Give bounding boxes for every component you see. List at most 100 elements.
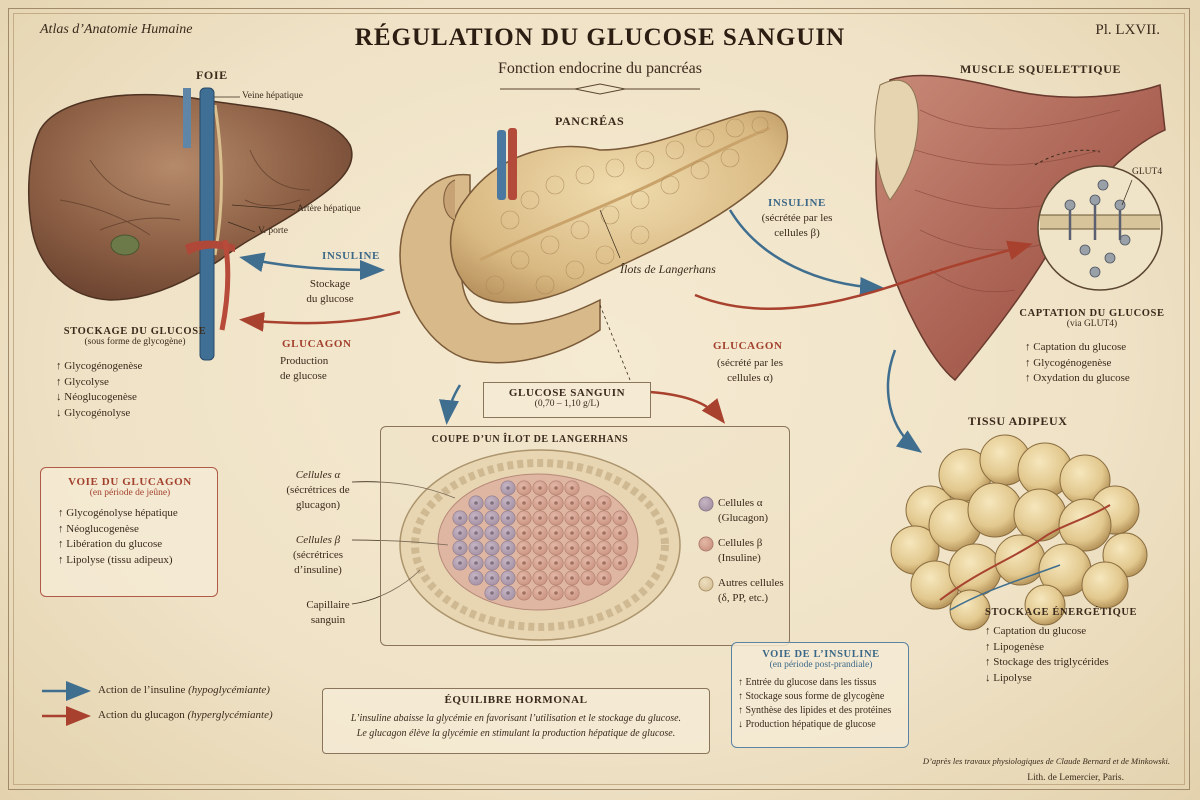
muscle-insulin-sub-line: (sécrétée par les <box>761 212 833 224</box>
alpha-cells-label: Cellules α (sécrétrices de glucagon) <box>278 468 358 513</box>
list-item: ↑ Oxydation du glucose <box>1025 372 1130 384</box>
cell-nucleus <box>490 516 494 520</box>
title-ornament <box>500 83 700 95</box>
cell-nucleus <box>490 501 494 505</box>
cell-nucleus <box>570 561 574 565</box>
glucagon-pathway-subtitle: (en période de jeûne) <box>89 488 171 498</box>
cell-nucleus <box>474 576 478 580</box>
islet-section-box <box>380 426 790 646</box>
liver-storage-list: ↑ Glycogénogenèse ↑ Glycolyse ↓ Néogluco… <box>56 359 142 421</box>
cell-nucleus <box>522 516 526 520</box>
cell-nucleus <box>538 486 542 490</box>
insulin-pathway-title: VOIE DE L’INSULINE <box>762 649 880 660</box>
list-item: ↑ Stockage sous forme de glycogène <box>738 691 885 702</box>
cell-nucleus <box>490 576 494 580</box>
glucagon-pathway-list: ↑ Glycogénolyse hépatique ↑ Néoglucogenè… <box>58 506 217 568</box>
hepatic-vein-label: Veine hépatique <box>242 91 303 101</box>
cell-nucleus <box>618 516 622 520</box>
page-subtitle: Fonction endocrine du pancréas <box>498 60 702 77</box>
list-item: ↓ Glycogénolyse <box>56 406 131 419</box>
cell-nucleus <box>538 501 542 505</box>
legend-name: Cellules α <box>718 497 763 509</box>
hormonal-balance-line: L’insuline abaisse la glycémie en favori… <box>350 713 682 724</box>
beta-label-line: Cellules β <box>295 534 341 546</box>
cell-nucleus <box>522 531 526 535</box>
cell-nucleus <box>506 531 510 535</box>
cell-nucleus <box>570 546 574 550</box>
cell-nucleus <box>538 591 542 595</box>
cell-nucleus <box>570 486 574 490</box>
cell-nucleus <box>586 516 590 520</box>
liver-insulin-sub: Stockage du glucose <box>300 277 360 307</box>
insulin-pathway-list: ↑ Entrée du glucose dans les tissus ↑ St… <box>738 676 908 732</box>
islets-label: Îlots de Langerhans <box>620 262 716 276</box>
page-title: RÉGULATION DU GLUCOSE SANGUIN <box>354 24 846 51</box>
cell-nucleus <box>458 516 462 520</box>
cell-nucleus <box>554 501 558 505</box>
glucagon-pathway-box: VOIE DU GLUCAGON (en période de jeûne) ↑… <box>40 467 218 597</box>
legend-glucagon-note: (hyperglycémiante) <box>187 709 273 721</box>
cell-nucleus <box>602 531 606 535</box>
cell-nucleus <box>538 546 542 550</box>
cell-nucleus <box>538 531 542 535</box>
cell-nucleus <box>474 531 478 535</box>
cell-nucleus <box>554 561 558 565</box>
alpha-label-line: (sécrétrices de <box>286 484 350 496</box>
footer-lithographer: Lith. de Lemercier, Paris. <box>1027 773 1124 783</box>
inner-frame <box>13 13 1185 785</box>
list-item: ↑ Néoglucogenèse <box>58 522 139 535</box>
legend-name: Cellules β <box>718 537 763 549</box>
blood-glucose-box: GLUCOSE SANGUIN (0,70 – 1,10 g/L) <box>483 382 651 418</box>
cell-nucleus <box>570 501 574 505</box>
cell-nucleus <box>538 561 542 565</box>
legend-name: Autres cellules <box>718 577 784 589</box>
liver-heading: FOIE <box>196 68 228 82</box>
muscle-capture-subtitle: (via GLUT4) <box>1066 319 1118 329</box>
cell-nucleus <box>474 561 478 565</box>
list-item: ↑ Glycogénolyse hépatique <box>58 507 178 519</box>
liver-illustration <box>27 87 353 361</box>
cell-nucleus <box>458 531 462 535</box>
legend-insulin-text: Action de l’insuline <box>98 684 186 696</box>
cell-nucleus <box>490 561 494 565</box>
cell-nucleus <box>554 486 558 490</box>
cell-legend-item: Autres cellules(δ, PP, etc.) <box>718 576 784 606</box>
cell-nucleus <box>506 546 510 550</box>
insulin-pathway-subtitle: (en période post-prandiale) <box>769 660 873 670</box>
muscle-insulin-label: INSULINE <box>768 197 826 209</box>
list-item: ↓ Néoglucogenèse <box>56 391 137 403</box>
muscle-glucagon-sub-line: cellules α) <box>727 372 773 384</box>
legend-glucagon: Action du glucagon (hyperglycémiante) <box>98 708 273 723</box>
cell-nucleus <box>554 591 558 595</box>
cell-nucleus <box>586 501 590 505</box>
footer-credit: D’après les travaux physiologiques de Cl… <box>922 756 1170 766</box>
muscle-glucagon-label: GLUCAGON <box>713 340 783 352</box>
cell-nucleus <box>506 501 510 505</box>
beta-label-line: d’insuline) <box>294 564 342 576</box>
pancreas-illustration <box>399 110 789 381</box>
liver-insulin-sub-line: du glucose <box>306 293 354 305</box>
legend-insulin-note: (hypoglycémiante) <box>188 684 270 696</box>
list-item: ↓ Production hépatique de glucose <box>738 719 876 730</box>
blood-glucose-range: (0,70 – 1,10 g/L) <box>534 399 600 409</box>
cell-nucleus <box>554 546 558 550</box>
cell-nucleus <box>602 561 606 565</box>
cell-nucleus <box>474 516 478 520</box>
adipose-illustration <box>890 434 1148 631</box>
list-item: ↑ Stockage des triglycérides <box>985 656 1109 668</box>
capillary-label-line: sanguin <box>310 614 346 626</box>
cell-nucleus <box>458 561 462 565</box>
list-item: ↑ Lipogenèse <box>985 640 1044 653</box>
cell-nucleus <box>490 546 494 550</box>
glucagon-pathway-title: VOIE DU GLUCAGON <box>68 476 192 488</box>
list-item: ↑ Entrée du glucose dans les tissus <box>738 677 877 688</box>
beta-label-line: (sécrétrices <box>292 549 344 561</box>
cell-nucleus <box>586 531 590 535</box>
cell-nucleus <box>522 576 526 580</box>
cell-nucleus <box>570 516 574 520</box>
cell-nucleus <box>474 501 478 505</box>
hormone-arrows <box>42 209 1033 726</box>
muscle-capture-list: ↑ Captation du glucose ↑ Glycogénogenèse… <box>1025 340 1130 387</box>
list-item: ↑ Lipolyse (tissu adipeux) <box>58 553 173 566</box>
